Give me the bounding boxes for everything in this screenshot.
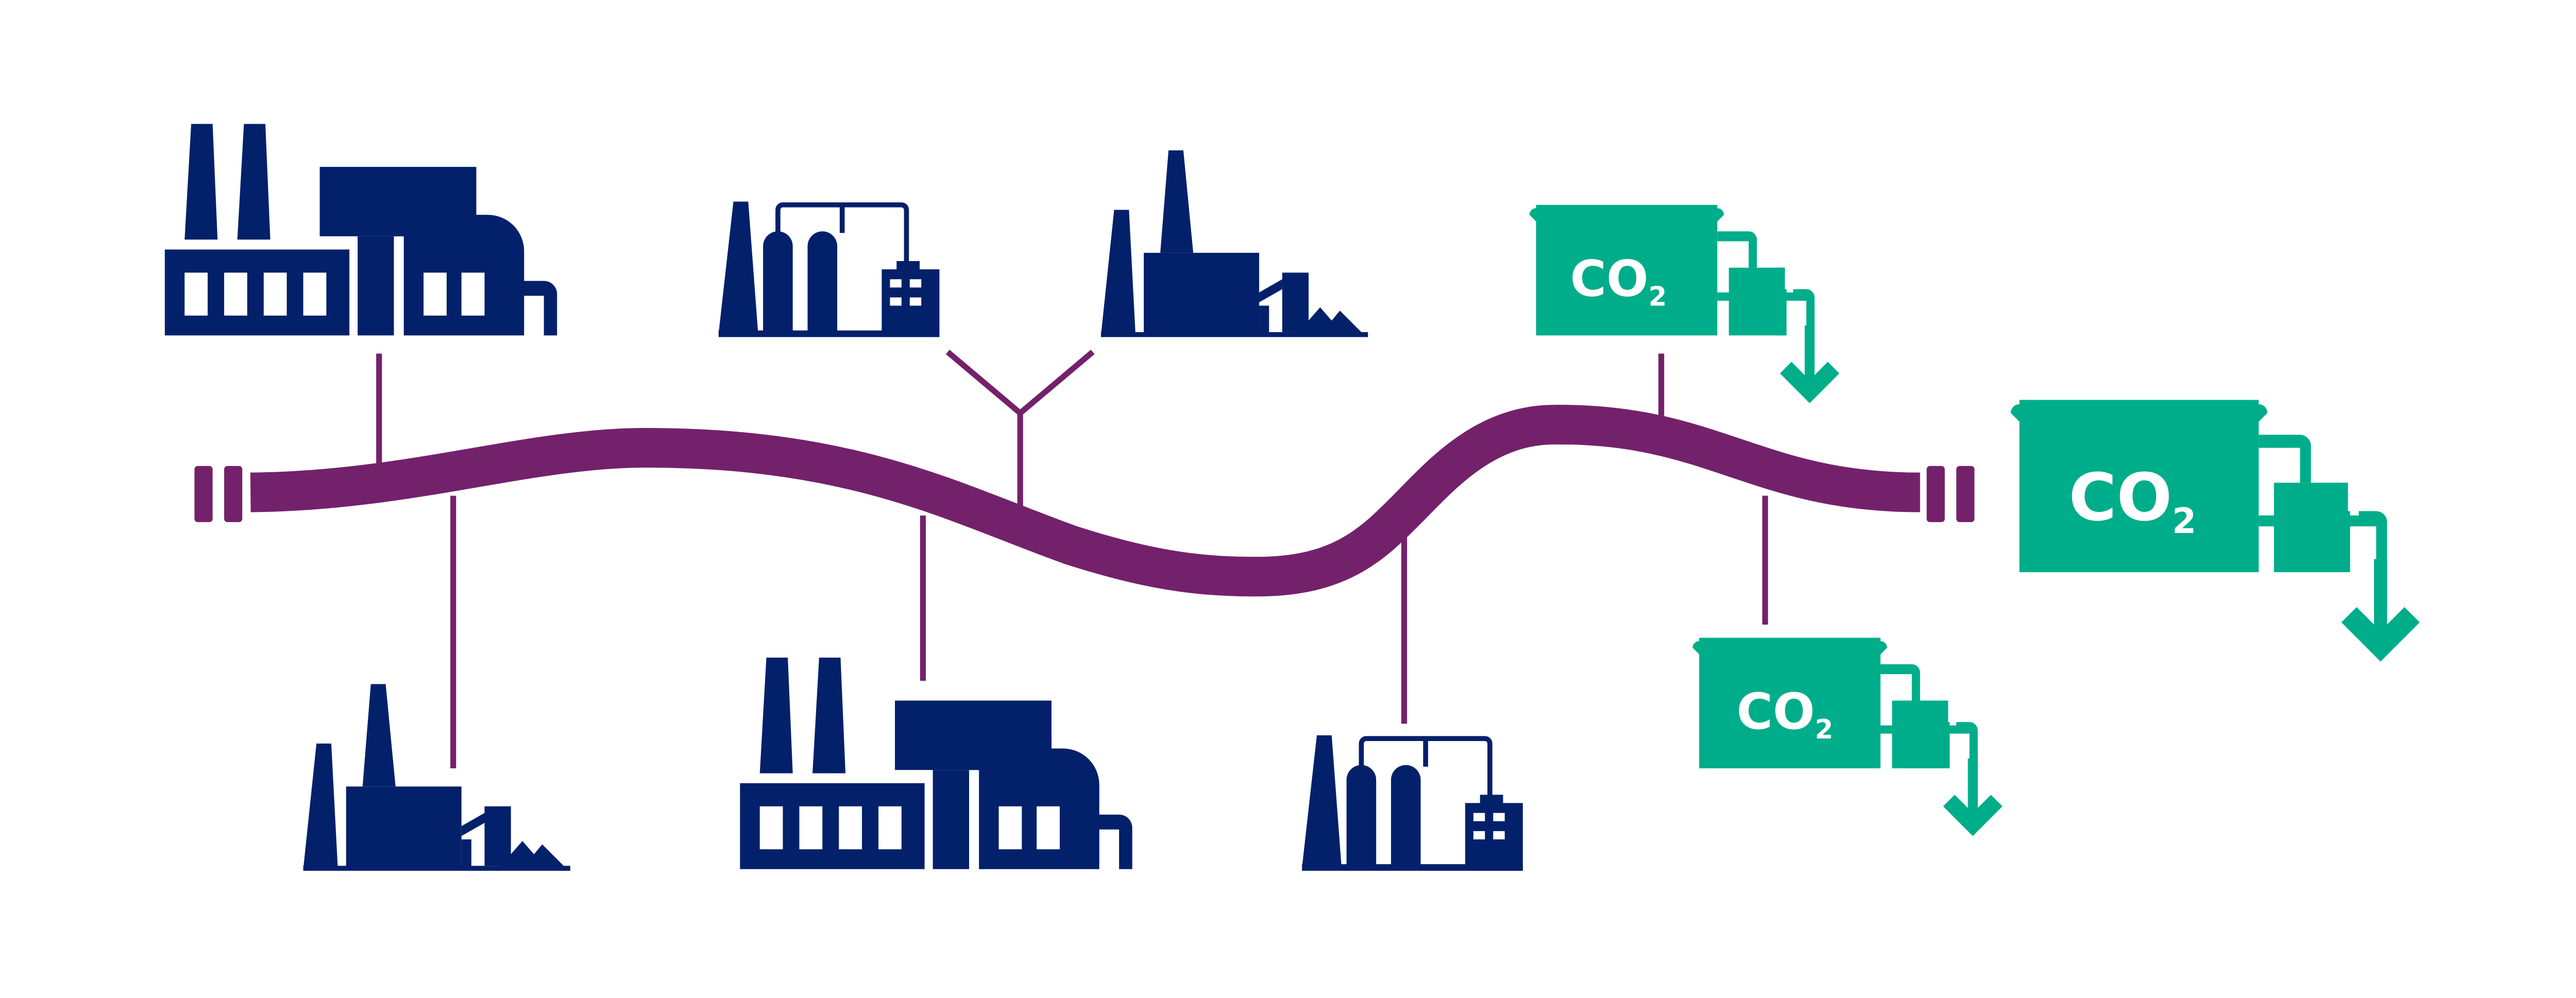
- storage-label: CO2: [1737, 683, 1834, 745]
- storage-label: CO2: [2069, 459, 2196, 541]
- co2-main: CO: [1737, 683, 1815, 741]
- co2-main: CO: [2069, 459, 2172, 535]
- co2-sub: 2: [2172, 501, 2196, 541]
- co2-sub: 2: [1649, 282, 1667, 313]
- refinery-icon: [1302, 735, 1523, 871]
- pipeline: [194, 350, 1975, 769]
- pipeline-left-cap-2: [224, 466, 243, 522]
- storage-site-3: CO2: [2010, 400, 2420, 662]
- industrial-plant-icon: [1100, 150, 1368, 337]
- storage-sites: CO2 CO2 CO2: [1529, 204, 2420, 836]
- factory-icon: [164, 124, 557, 336]
- co2-main: CO: [1570, 250, 1649, 307]
- pipeline-main-pipe: [250, 405, 1920, 597]
- pipeline-left-cap-1: [194, 466, 213, 522]
- industrial-plant-icon: [303, 684, 570, 871]
- pipeline-right-cap-2: [1956, 466, 1975, 522]
- factory-icon: [740, 658, 1132, 869]
- co2-sub: 2: [1815, 714, 1834, 745]
- storage-site-2: CO2: [1692, 638, 2003, 836]
- storage-label: CO2: [1570, 250, 1667, 312]
- branch-line-3: [945, 350, 1095, 417]
- pipeline-right-cap-1: [1926, 466, 1945, 522]
- refinery-icon: [719, 201, 940, 337]
- storage-site-1: CO2: [1529, 204, 1840, 403]
